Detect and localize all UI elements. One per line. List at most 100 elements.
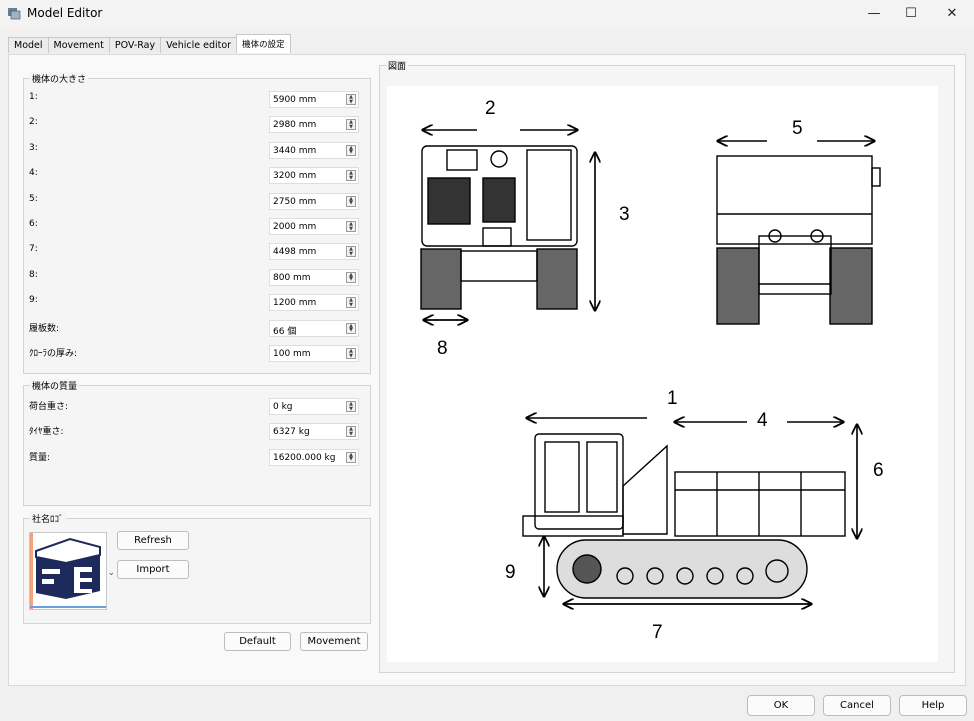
spinner-arrows-icon[interactable]: ▲▼ <box>346 144 356 156</box>
spinner-arrows-icon[interactable]: ▲▼ <box>346 271 356 283</box>
spinbox-value: 100 mm <box>273 349 311 359</box>
main-panel: 機体の大きさ 1: 5900 mm ▲▼ 2: 2980 mm ▲▼ 3: 3440 mm ▲▼… <box>8 54 966 686</box>
dim-label-4: 4 <box>757 410 768 431</box>
tab-bar: Model Movement POV-Ray Vehicle editor 機体… <box>8 34 291 54</box>
import-button[interactable]: Import <box>117 560 189 579</box>
value-spinbox[interactable]: 2000 mm ▲▼ <box>269 218 359 235</box>
rear-view <box>716 155 881 325</box>
movement-button[interactable]: Movement <box>300 632 368 651</box>
dim-label-5: 5 <box>792 118 803 139</box>
default-button[interactable]: Default <box>224 632 291 651</box>
dimensions-group-title: 機体の大きさ <box>30 72 89 85</box>
front-view <box>420 145 578 310</box>
value-spinbox[interactable]: 4498 mm ▲▼ <box>269 243 359 261</box>
spinbox-value: 6327 kg <box>273 427 310 438</box>
logo-group-title: 社名ﾛｺﾞ <box>30 512 66 525</box>
spinner-arrows-icon[interactable]: ▲▼ <box>346 426 356 438</box>
maximize-button[interactable]: ☐ <box>905 5 917 21</box>
field-label: ﾀｲﾔ重さ: <box>29 427 64 438</box>
dim-label-9: 9 <box>505 562 516 583</box>
value-spinbox[interactable]: 800 mm ▲▼ <box>269 268 359 286</box>
vehicle-diagram <box>420 86 881 662</box>
spinbox-value: 1200 mm <box>273 298 317 309</box>
side-view <box>522 433 846 599</box>
title-bar: Model Editor — ☐ ✕ <box>0 0 974 28</box>
tab-povray[interactable]: POV-Ray <box>108 37 162 53</box>
spinner-arrows-icon[interactable]: ▲▼ <box>346 297 356 309</box>
tab-machine-settings[interactable]: 機体の設定 <box>236 34 291 53</box>
spinbox-value: 3440 mm <box>273 145 317 156</box>
dim-label-1: 1 <box>667 388 678 409</box>
minimize-button[interactable]: — <box>867 5 881 21</box>
field-label: 6: <box>29 219 38 229</box>
tab-vehicle-editor[interactable]: Vehicle editor <box>160 37 238 53</box>
dim-label-3: 3 <box>619 204 630 225</box>
field-label: 1: <box>29 92 38 102</box>
value-spinbox[interactable]: 5900 mm ▲▼ <box>269 91 359 108</box>
value-spinbox[interactable]: 2980 mm ▲▼ <box>269 116 359 134</box>
field-label: 質量: <box>29 452 51 463</box>
refresh-button[interactable]: Refresh <box>117 531 189 550</box>
field-label: 7: <box>29 244 38 255</box>
dim-label-6: 6 <box>873 460 884 481</box>
ok-button[interactable]: OK <box>747 695 815 716</box>
spinner-arrows-icon[interactable]: ▲▼ <box>346 119 356 131</box>
value-spinbox[interactable]: 100 mm ▲▼ <box>269 345 359 362</box>
dim-label-7: 7 <box>652 622 663 643</box>
value-spinbox[interactable]: 0 kg ▲▼ <box>269 398 359 415</box>
dimensions-group: 機体の大きさ 1: 5900 mm ▲▼ 2: 2980 mm ▲▼ 3: 3440 mm ▲▼… <box>23 72 371 374</box>
dim-label-2: 2 <box>485 98 496 119</box>
logo-group: 社名ﾛｺﾞ FB ⌄ Refresh Import <box>23 512 371 624</box>
spinner-arrows-icon[interactable]: ▲▼ <box>346 322 356 334</box>
drawing-group-title: 図面 <box>386 59 409 72</box>
close-button[interactable]: ✕ <box>946 5 958 21</box>
spinbox-value: 4498 mm <box>273 247 317 258</box>
spinbox-value: 16200.000 kg <box>273 452 336 463</box>
spinner-arrows-icon[interactable]: ▲▼ <box>346 246 356 258</box>
logo-preview[interactable]: FB ⌄ <box>29 532 115 610</box>
spinbox-value: 2980 mm <box>273 120 317 131</box>
value-spinbox[interactable]: 66 個 ▲▼ <box>269 319 359 337</box>
chevron-down-icon[interactable]: ⌄ <box>107 568 115 578</box>
spinbox-value: 2000 mm <box>273 222 317 232</box>
drawing-group: 図面 <box>379 59 955 673</box>
dim-label-8: 8 <box>437 338 448 359</box>
field-label: ｸﾛｰﾗの厚み: <box>29 349 78 359</box>
spinner-arrows-icon[interactable]: ▲▼ <box>346 170 356 182</box>
field-label: 8: <box>29 269 38 280</box>
field-label: 4: <box>29 168 38 179</box>
spinner-arrows-icon[interactable]: ▲▼ <box>346 221 356 232</box>
value-spinbox[interactable]: 3440 mm ▲▼ <box>269 141 359 159</box>
spinbox-value: 3200 mm <box>273 171 317 182</box>
weight-group-title: 機体の質量 <box>30 379 80 392</box>
spinner-arrows-icon[interactable]: ▲▼ <box>346 94 356 105</box>
spinner-arrows-icon[interactable]: ▲▼ <box>346 401 356 412</box>
field-label: 9: <box>29 295 38 306</box>
field-label: 2: <box>29 117 38 128</box>
help-button[interactable]: Help <box>899 695 967 716</box>
spinbox-value: 800 mm <box>273 272 311 283</box>
company-logo-image: FB <box>30 533 106 609</box>
value-spinbox[interactable]: 16200.000 kg ▲▼ <box>269 448 359 466</box>
value-spinbox[interactable]: 2750 mm ▲▼ <box>269 192 359 210</box>
field-label: 荷台重さ: <box>29 402 69 412</box>
spinner-arrows-icon[interactable]: ▲▼ <box>346 348 356 359</box>
field-label: 5: <box>29 193 38 204</box>
cancel-button[interactable]: Cancel <box>823 695 891 716</box>
spinbox-value: 2750 mm <box>273 196 317 207</box>
value-spinbox[interactable]: 3200 mm ▲▼ <box>269 167 359 185</box>
tab-movement[interactable]: Movement <box>47 37 110 53</box>
spinner-arrows-icon[interactable]: ▲▼ <box>346 451 356 463</box>
spinner-arrows-icon[interactable]: ▲▼ <box>346 195 356 207</box>
spinbox-value: 66 個 <box>273 326 297 337</box>
field-label: 3: <box>29 142 38 153</box>
value-spinbox[interactable]: 1200 mm ▲▼ <box>269 294 359 312</box>
field-label: 履板数: <box>29 323 60 334</box>
logo-text: FB <box>64 604 66 606</box>
weight-group: 機体の質量 荷台重さ: 0 kg ▲▼ ﾀｲﾔ重さ: 6327 kg ▲▼ 質量: 16200… <box>23 379 371 506</box>
spinbox-value: 5900 mm <box>273 95 317 105</box>
drawing-canvas: 1 2 3 4 5 6 7 8 9 <box>387 86 938 662</box>
value-spinbox[interactable]: 6327 kg ▲▼ <box>269 423 359 441</box>
spinbox-value: 0 kg <box>273 402 293 412</box>
tab-model[interactable]: Model <box>8 37 49 53</box>
